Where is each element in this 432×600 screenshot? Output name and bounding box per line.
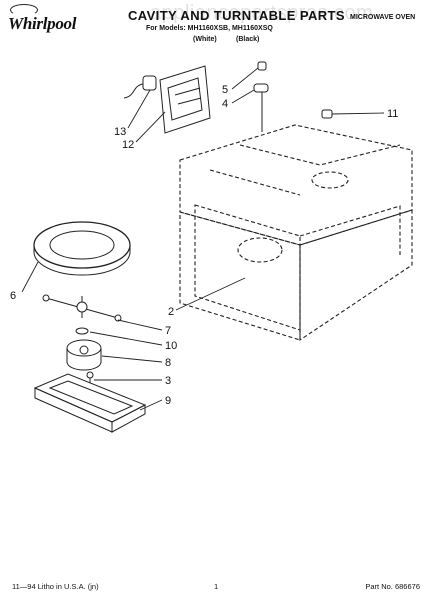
part-7-roller-support [42,294,122,322]
part-10-washer [75,327,89,335]
part-13-thermal-cutout [123,75,157,99]
brand-swoosh-icon [10,4,38,16]
callout-2: 2 [168,306,174,318]
part-8-motor [66,339,102,371]
callout-13: 13 [114,126,126,138]
watermark: appliancepartspros.com [150,2,374,24]
page-header: appliancepartspros.com Whirlpool CAVITY … [0,0,432,52]
callout-12: 12 [122,139,134,151]
model-list: For Models: MH1160XSB, MH1160XSQ [146,25,273,32]
leader-lines [21,67,385,411]
part-9-cover [33,373,147,433]
callout-8: 8 [165,357,171,369]
callout-11: 11 [387,108,398,120]
part-11-screw [321,109,333,119]
variant-white: (White) [193,36,217,43]
product-type: MICROWAVE OVEN [350,14,416,21]
callout-3: 3 [165,375,171,387]
callout-4: 4 [222,98,228,110]
footer-part-number: Part No. 686676 [365,582,420,591]
part-6-glass-tray [33,221,131,276]
oven-cavity [179,124,413,342]
page-title: CAVITY AND TURNTABLE PARTS [128,8,345,23]
callout-9: 9 [165,395,171,407]
variant-black: (Black) [236,36,260,43]
part-12-bracket [159,65,211,134]
brand-logo: Whirlpool [8,14,77,33]
part-5-4-shaft [253,61,269,132]
callout-10: 10 [165,340,177,352]
callout-7: 7 [165,325,171,337]
callout-6: 6 [10,290,16,302]
footer-page-number: 1 [214,582,219,591]
footer-litho: 11—94 Litho in U.S.A. (jn) [12,582,99,591]
callout-5: 5 [222,84,228,96]
